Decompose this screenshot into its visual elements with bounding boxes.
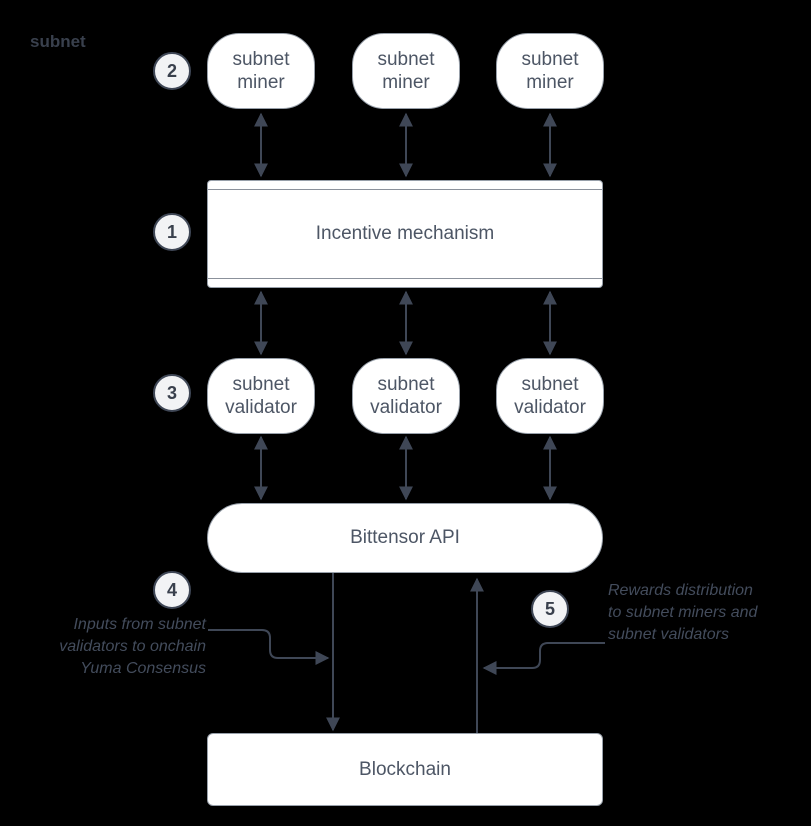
node-subnet-miner-3: subnet miner [496,33,604,109]
connector-rewards-annotation [482,642,605,675]
node-bittensor-api: Bittensor API [207,503,603,573]
step-badge-3: 3 [153,374,191,412]
incentive-mechanism-label: Incentive mechanism [315,223,495,245]
process-divider-top [208,189,602,190]
node-subnet-validator-3: subnet validator [496,358,604,434]
annotation-rewards-line-2: to subnet miners and [608,604,758,621]
annotation-rewards-line-3: subnet validators [608,626,729,643]
process-divider-bottom [208,278,602,279]
annotation-rewards-line-1: Rewards distribution [608,582,753,599]
node-subnet-miner-2: subnet miner [352,33,460,109]
annotation-inputs-line-1: Inputs from subnet [73,616,206,633]
step-badge-4: 4 [153,571,191,609]
step-badge-5: 5 [531,590,569,628]
annotation-inputs-line-2: validators to onchain [59,638,206,655]
step-badge-2: 2 [153,52,191,90]
node-blockchain: Blockchain [207,733,603,806]
annotation-inputs-line-3: Yuma Consensus [80,660,206,677]
connector-inputs-annotation [208,629,330,665]
annotation-rewards: Rewards distribution to subnet miners an… [608,580,793,646]
node-incentive-mechanism: Incentive mechanism [207,180,603,288]
step-badge-1: 1 [153,213,191,251]
annotation-inputs: Inputs from subnet validators to onchain… [28,614,206,680]
node-subnet-validator-2: subnet validator [352,358,460,434]
diagram-title: subnet [30,32,86,51]
node-subnet-validator-1: subnet validator [207,358,315,434]
node-subnet-miner-1: subnet miner [207,33,315,109]
